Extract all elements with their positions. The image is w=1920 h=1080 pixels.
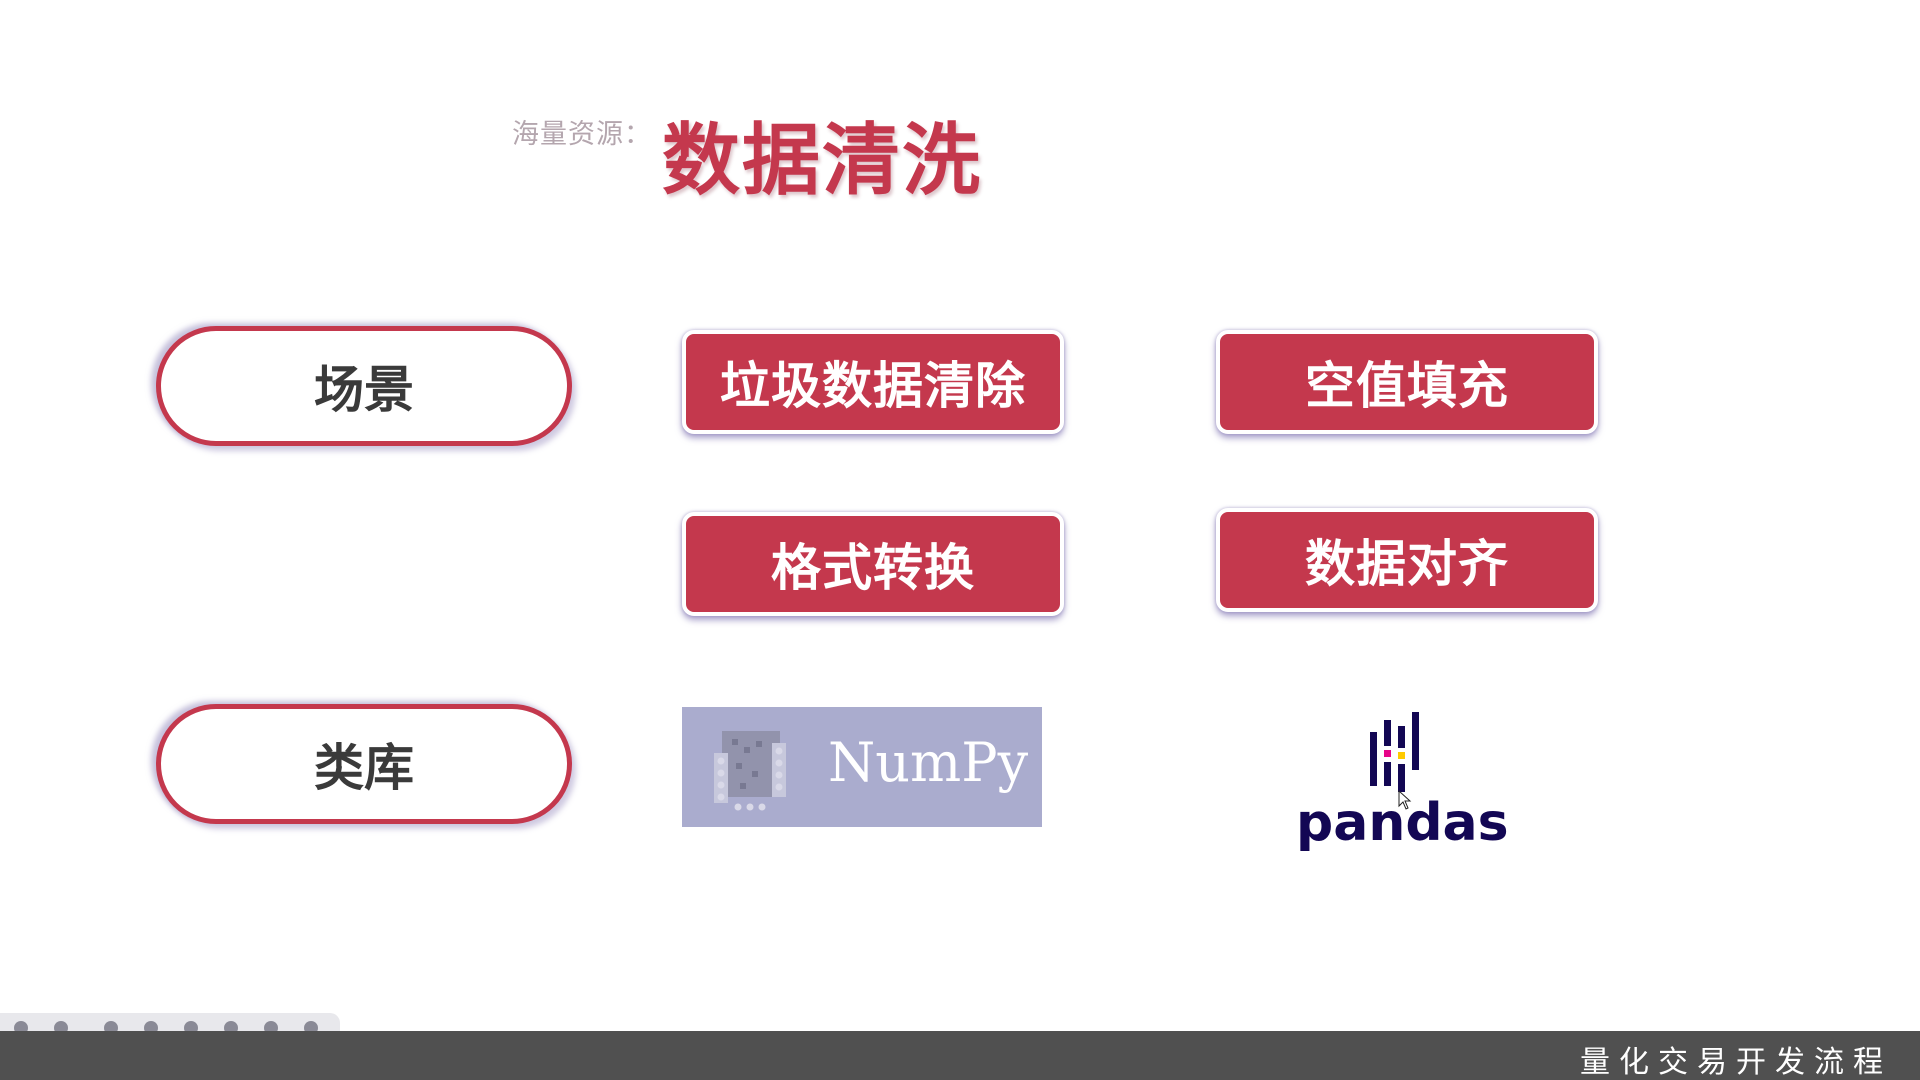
bottom-caption-bar: 量化交易开发流程	[0, 1031, 1920, 1080]
numpy-logo-text: NumPy	[828, 731, 1029, 794]
numpy-logo: NumPy	[682, 707, 1042, 827]
player-control-strip[interactable]	[0, 1013, 340, 1035]
tag-text: 数据对齐	[1305, 535, 1509, 593]
mouse-cursor-icon	[1398, 790, 1412, 810]
tag-format-conversion: 格式转换	[682, 512, 1064, 616]
tag-garbage-data-removal: 垃圾数据清除	[682, 330, 1064, 434]
bottom-caption-text: 量化交易开发流程	[1580, 1045, 1892, 1080]
scenario-label: 场景	[156, 326, 572, 446]
watermark-text: 海量资源：	[512, 119, 652, 150]
tag-text: 垃圾数据清除	[720, 357, 1026, 415]
library-label-text: 类库	[314, 739, 414, 797]
library-label: 类库	[156, 704, 572, 824]
tag-null-fill: 空值填充	[1216, 330, 1598, 434]
slide-title: 数据清洗	[662, 116, 983, 206]
tag-text: 格式转换	[771, 539, 975, 597]
tag-text: 空值填充	[1305, 357, 1509, 415]
pandas-logo: pandas	[1296, 708, 1509, 858]
tag-data-alignment: 数据对齐	[1216, 508, 1598, 612]
numpy-cube-icon	[714, 731, 786, 811]
scenario-label-text: 场景	[314, 361, 414, 419]
pandas-bars-icon	[1370, 712, 1419, 792]
